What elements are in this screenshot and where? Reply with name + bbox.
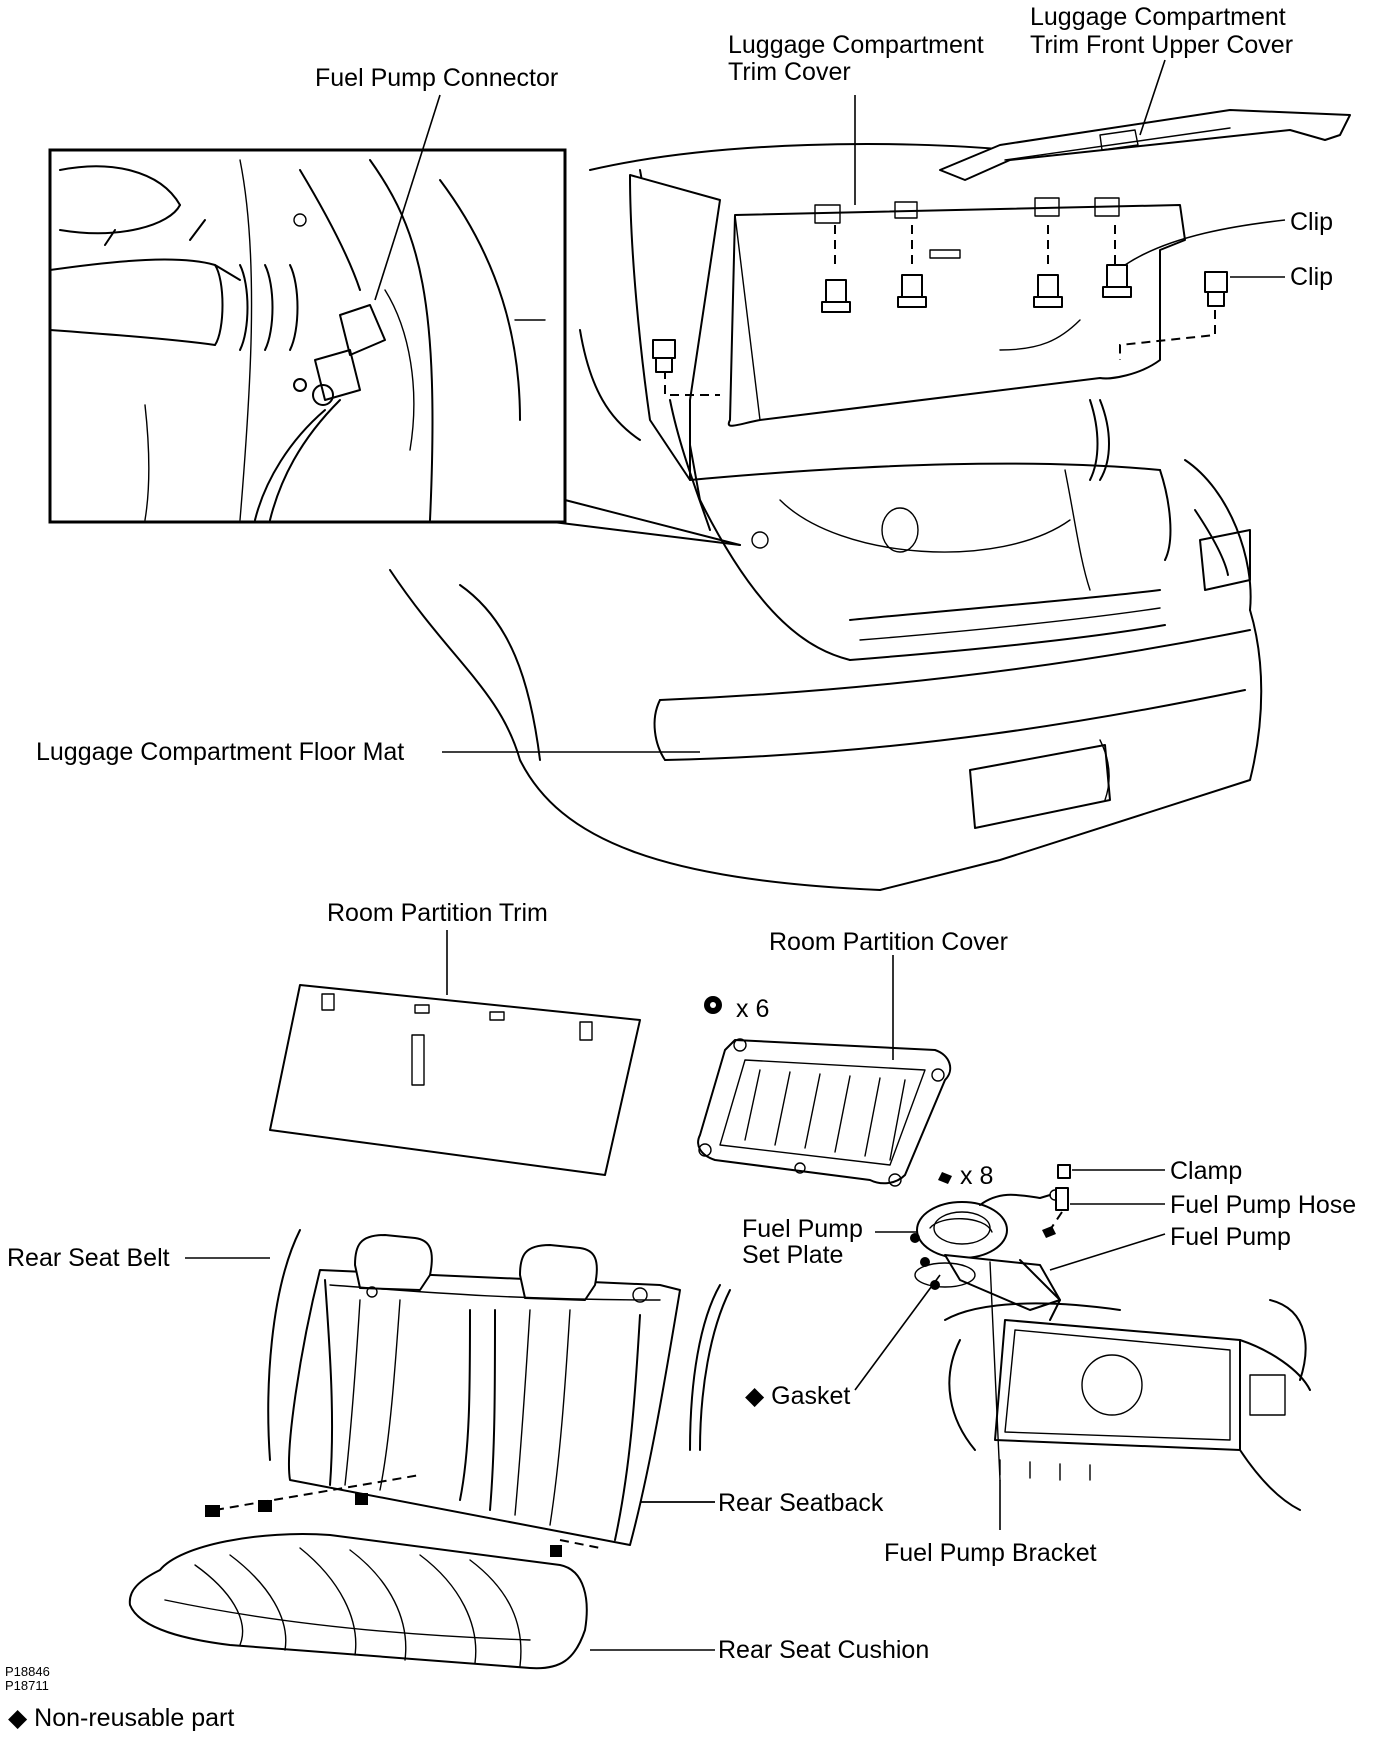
fuel-pump-connector-label: Fuel Pump Connector: [315, 64, 559, 92]
front-upper-cover-label-line1: Luggage Compartment: [1030, 3, 1286, 31]
fuel-pump-assembly: [910, 1164, 1071, 1481]
fuel-pump-hose-label: Fuel Pump Hose: [1170, 1191, 1357, 1219]
gasket-label: ◆ Gasket: [745, 1382, 851, 1410]
trim-cover-label-line2: Trim Cover: [728, 58, 851, 86]
figure-code-1: P18846: [5, 1664, 50, 1679]
rear-seatback: [288, 1234, 681, 1546]
fuel-pump-connector-inset: [48, 148, 567, 524]
nut-icon: [704, 996, 722, 1014]
room-partition-cover: [697, 1038, 952, 1187]
rear-seat-belt-label: Rear Seat Belt: [7, 1244, 170, 1272]
luggage-compartment-trim-cover: [652, 197, 1228, 427]
fuel-pump-label: Fuel Pump: [1170, 1223, 1291, 1251]
quantity-x8-label: x 8: [960, 1162, 994, 1190]
non-reusable-part-legend: ◆ Non-reusable part: [8, 1704, 235, 1732]
figure-code-2: P18711: [5, 1678, 49, 1693]
room-partition-trim-label: Room Partition Trim: [327, 899, 548, 927]
room-partition-cover-label: Room Partition Cover: [769, 928, 1008, 956]
room-partition-trim: [269, 984, 641, 1176]
clamp-label: Clamp: [1170, 1157, 1243, 1185]
trim-cover-label-line1: Luggage Compartment: [728, 31, 984, 59]
front-upper-cover-label-line2: Trim Front Upper Cover: [1030, 31, 1294, 59]
trim-front-upper-cover: [939, 109, 1351, 181]
clip-label-2: Clip: [1290, 263, 1334, 291]
seat-bolts: [205, 1474, 601, 1557]
set-plate-label-line2: Set Plate: [742, 1241, 844, 1269]
fuel-pump-bracket-label: Fuel Pump Bracket: [884, 1539, 1097, 1567]
floor-mat-label: Luggage Compartment Floor Mat: [36, 738, 405, 766]
set-plate-label-line1: Fuel Pump: [742, 1215, 863, 1243]
quantity-x6-label: x 6: [736, 995, 770, 1023]
rear-seat-cushion-label: Rear Seat Cushion: [718, 1636, 930, 1664]
rear-seatback-label: Rear Seatback: [718, 1489, 884, 1517]
trunk-assembly: [389, 143, 1263, 891]
clip-label-1: Clip: [1290, 208, 1334, 236]
rear-seat-cushion: [128, 1533, 588, 1670]
fuel-tank-area: [944, 1299, 1311, 1511]
